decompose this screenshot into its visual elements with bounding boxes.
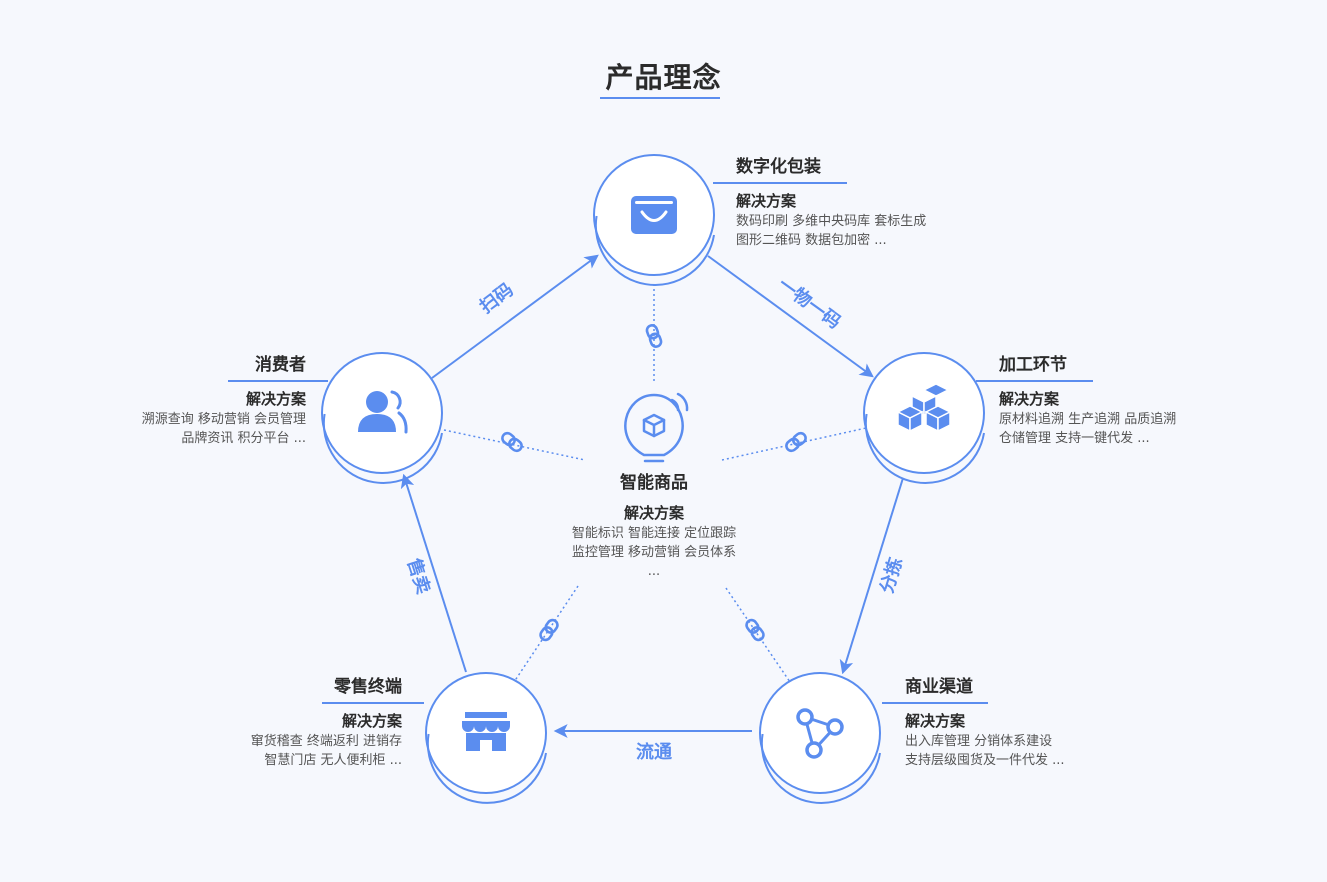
network-icon <box>796 708 844 759</box>
node-channel[interactable] <box>759 672 881 804</box>
packaging-line: 数码印刷 多维中央码库 套标生成 <box>736 214 927 229</box>
users-icon <box>358 390 408 434</box>
processing-line: 原材料追溯 生产追溯 品质追溯 <box>999 412 1177 427</box>
edge-label-circulation: 流通 <box>636 741 672 763</box>
link-center-retail <box>513 585 579 683</box>
center-line: ... <box>647 564 661 579</box>
smart-product-bulb-icon <box>624 392 689 463</box>
packaging-info: 数字化包装 解决方案 数码印刷 多维中央码库 套标生成 图形二维码 数据包加密 … <box>713 156 953 250</box>
edge-label-sorting: 分拣 <box>875 555 907 596</box>
consumer-divider <box>228 380 328 382</box>
channel-title: 商业渠道 <box>905 677 973 697</box>
retail-line: 窜货稽查 终端返利 进销存 <box>250 734 402 749</box>
store-icon <box>462 712 510 751</box>
consumer-solution-label: 解决方案 <box>245 390 306 408</box>
channel-info: 商业渠道 解决方案 出入库管理 分销体系建设 支持层级囤货及一件代发 ... <box>882 676 1122 770</box>
center-line: 智能标识 智能连接 定位跟踪 <box>571 526 737 541</box>
cubes-icon <box>896 383 952 433</box>
chain-link-icon <box>499 429 525 455</box>
consumer-line: 溯源查询 移动营销 会员管理 <box>141 412 306 427</box>
consumer-title: 消费者 <box>255 355 306 375</box>
node-processing[interactable] <box>863 352 985 484</box>
processing-line: 仓储管理 支持一键代发 ... <box>999 431 1150 446</box>
node-consumer[interactable] <box>321 352 443 484</box>
center-title: 智能商品 <box>620 473 688 493</box>
channel-line: 出入库管理 分销体系建设 <box>905 734 1053 749</box>
link-center-consumer <box>443 429 586 461</box>
node-retail[interactable] <box>425 672 547 804</box>
chain-link-icon <box>783 429 809 455</box>
shopping-bag-icon <box>631 196 677 234</box>
arrow-packaging-to-processing <box>707 255 874 378</box>
edge-label-scan: 扫码 <box>475 279 517 318</box>
retail-solution-label: 解决方案 <box>341 712 402 730</box>
node-packaging[interactable] <box>593 154 715 286</box>
edge-label-one-item-one-code: 一物一码 <box>774 273 845 333</box>
chain-link-icon <box>537 616 561 644</box>
processing-divider <box>976 380 1093 382</box>
consumer-line: 品牌资讯 积分平台 ... <box>181 431 306 446</box>
channel-solution-label: 解决方案 <box>905 712 966 730</box>
arrow-retail-to-consumer <box>400 473 467 673</box>
link-center-channel <box>725 587 791 683</box>
retail-line: 智慧门店 无人便利柜 ... <box>264 753 402 768</box>
retail-divider <box>322 702 424 704</box>
processing-solution-label: 解决方案 <box>999 390 1060 408</box>
packaging-title: 数字化包装 <box>736 157 821 177</box>
center-line: 监控管理 移动营销 会员体系 <box>571 545 737 560</box>
page-title: 产品理念 <box>605 61 722 94</box>
arrow-consumer-to-packaging <box>431 254 599 379</box>
channel-line: 支持层级囤货及一件代发 ... <box>905 753 1065 768</box>
title-underline <box>600 97 720 99</box>
processing-title: 加工环节 <box>999 355 1067 375</box>
packaging-solution-label: 解决方案 <box>736 192 797 210</box>
channel-divider <box>882 702 988 704</box>
center-info: 智能商品 解决方案 智能标识 智能连接 定位跟踪 监控管理 移动营销 会员体系 … <box>544 472 764 581</box>
packaging-line: 图形二维码 数据包加密 ... <box>736 233 887 248</box>
consumer-info: 消费者 解决方案 溯源查询 移动营销 会员管理 品牌资讯 积分平台 ... <box>90 354 328 448</box>
packaging-divider <box>713 182 847 184</box>
retail-info: 零售终端 解决方案 窜货稽查 终端返利 进销存 智慧门店 无人便利柜 ... <box>190 676 424 770</box>
arrow-processing-to-channel <box>839 477 904 675</box>
retail-title: 零售终端 <box>334 677 402 697</box>
center-solution-label: 解决方案 <box>623 504 684 522</box>
edge-label-sales: 售卖 <box>403 556 435 597</box>
processing-info: 加工环节 解决方案 原材料追溯 生产追溯 品质追溯 仓储管理 支持一键代发 ..… <box>976 354 1216 448</box>
